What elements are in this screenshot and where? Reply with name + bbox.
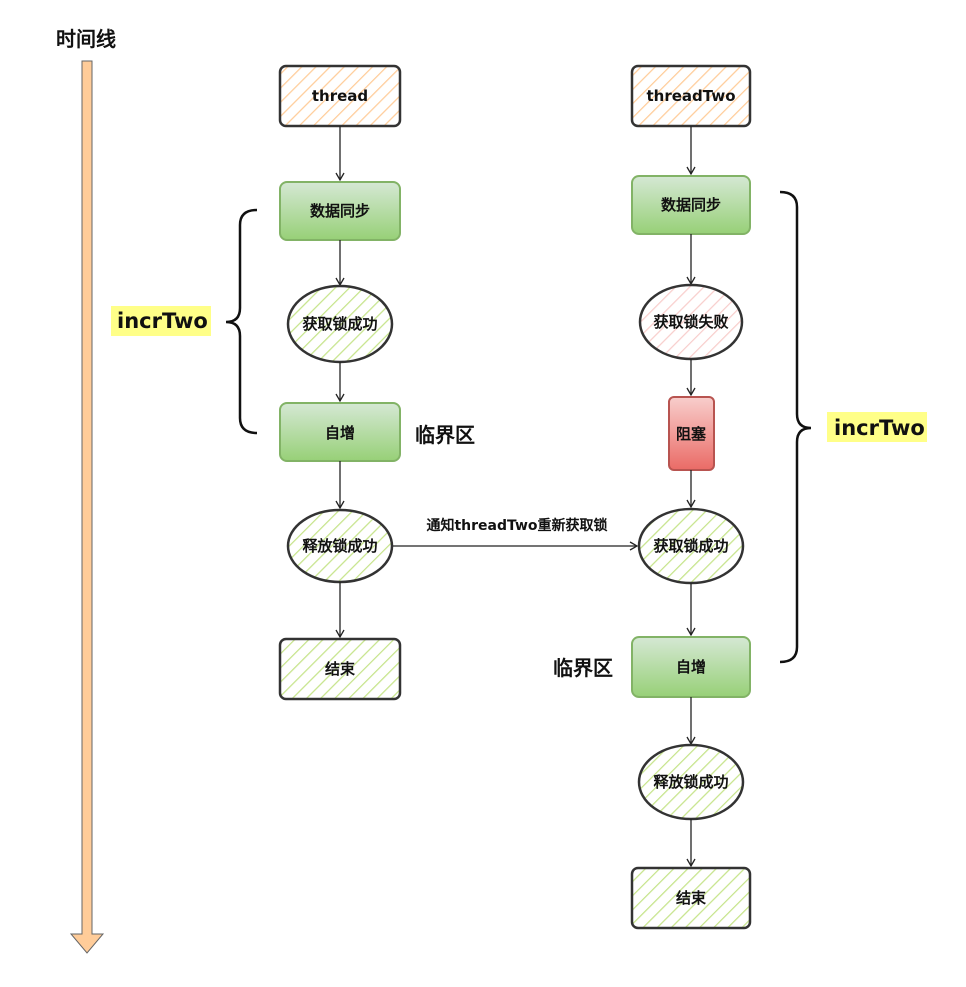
- thread-one-release-label: 释放锁成功: [302, 537, 377, 555]
- thread-two-end-label: 结束: [676, 889, 707, 907]
- thread-two-bracket-highlight: [827, 412, 927, 442]
- thread-one-end-label: 结束: [325, 660, 356, 678]
- thread-two-acquire-fail-label: 获取锁失败: [653, 313, 728, 331]
- thread-one-start-node[interactable]: thread: [278, 64, 402, 128]
- notify-edge-label: 通知threadTwo重新获取锁: [426, 517, 607, 534]
- thread-two-blocked-node[interactable]: 阻塞: [668, 396, 715, 471]
- thread-two-increment-label: 自增: [676, 658, 706, 676]
- thread-one-bracket-label: incrTwo: [117, 309, 208, 333]
- thread-one-sync-label: 数据同步: [310, 202, 370, 220]
- thread-two-start-label: threadTwo: [646, 87, 735, 105]
- thread-two-bracket-label: incrTwo: [834, 416, 925, 440]
- thread-two-start-node[interactable]: threadTwo: [630, 64, 752, 128]
- thread-two-sync-label: 数据同步: [661, 196, 721, 214]
- thread-two-acquire-fail-node[interactable]: 获取锁失败: [638, 283, 744, 361]
- thread-one-column: thread 数据同步 获取锁成功 自增 临界区 释放锁成功: [111, 64, 475, 701]
- thread-one-acquire-node[interactable]: 获取锁成功: [286, 284, 394, 364]
- thread-one-end-node[interactable]: 结束: [278, 637, 402, 701]
- thread-one-sync-node[interactable]: 数据同步: [279, 181, 401, 241]
- timeline-label: 时间线: [56, 27, 116, 51]
- thread-two-increment-node[interactable]: 自增: [631, 636, 751, 698]
- timeline-arrow: [69, 60, 105, 954]
- thread-two-critical-section-label: 临界区: [553, 656, 613, 680]
- thread-two-end-node[interactable]: 结束: [630, 866, 752, 930]
- thread-two-column: threadTwo 数据同步 获取锁失败 阻塞 获取锁成功: [553, 64, 927, 930]
- thread-one-increment-label: 自增: [325, 424, 355, 442]
- notify-edge: 通知threadTwo重新获取锁: [393, 517, 639, 551]
- thread-one-increment-node[interactable]: 自增: [279, 402, 401, 462]
- thread-one-bracket: [225, 208, 258, 435]
- thread-two-bracket: [779, 190, 812, 664]
- thread-one-bracket-highlight: [111, 306, 211, 336]
- thread-one-start-label: thread: [312, 87, 368, 105]
- thread-two-blocked-label: 阻塞: [676, 425, 707, 443]
- thread-two-release-node[interactable]: 释放锁成功: [637, 743, 745, 821]
- timeline: 时间线: [56, 27, 116, 954]
- thread-two-acquire-node[interactable]: 获取锁成功: [637, 507, 745, 585]
- thread-two-acquire-label: 获取锁成功: [653, 537, 728, 555]
- thread-one-critical-section-label: 临界区: [415, 423, 475, 447]
- thread-two-sync-node[interactable]: 数据同步: [631, 175, 751, 235]
- thread-one-release-node[interactable]: 释放锁成功: [286, 508, 394, 584]
- thread-two-release-label: 释放锁成功: [653, 773, 728, 791]
- thread-one-acquire-label: 获取锁成功: [302, 315, 377, 333]
